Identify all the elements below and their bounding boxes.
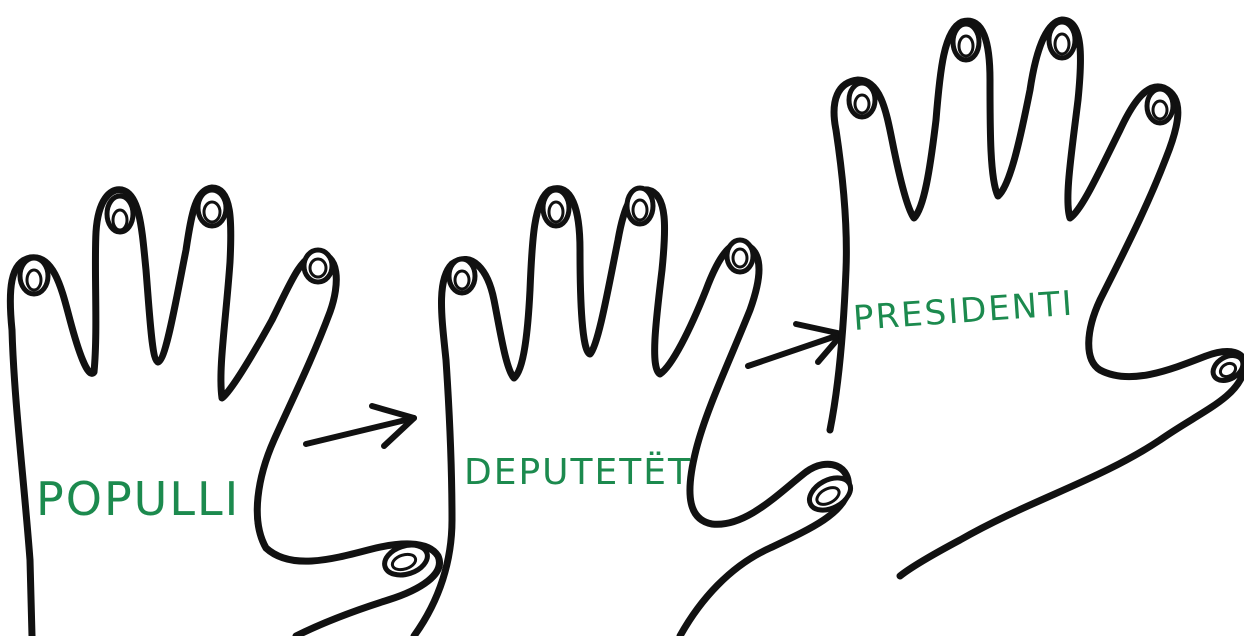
- hand-populli-outline: [10, 188, 439, 636]
- hand-presidenti: PRESIDENTI: [830, 20, 1244, 576]
- arrow-deputetet-to-presidenti: [748, 324, 842, 366]
- hand-populli: POPULLI: [10, 188, 439, 636]
- hand-label-presidenti: PRESIDENTI: [852, 284, 1075, 339]
- hand-deputetet: DEPUTETËT: [414, 188, 856, 636]
- hand-deputetet-outline: [414, 189, 848, 636]
- arrow-populli-to-deputetet: [306, 406, 414, 446]
- hand-label-deputetet: DEPUTETËT: [464, 451, 692, 493]
- hand-label-populli: POPULLI: [36, 472, 240, 526]
